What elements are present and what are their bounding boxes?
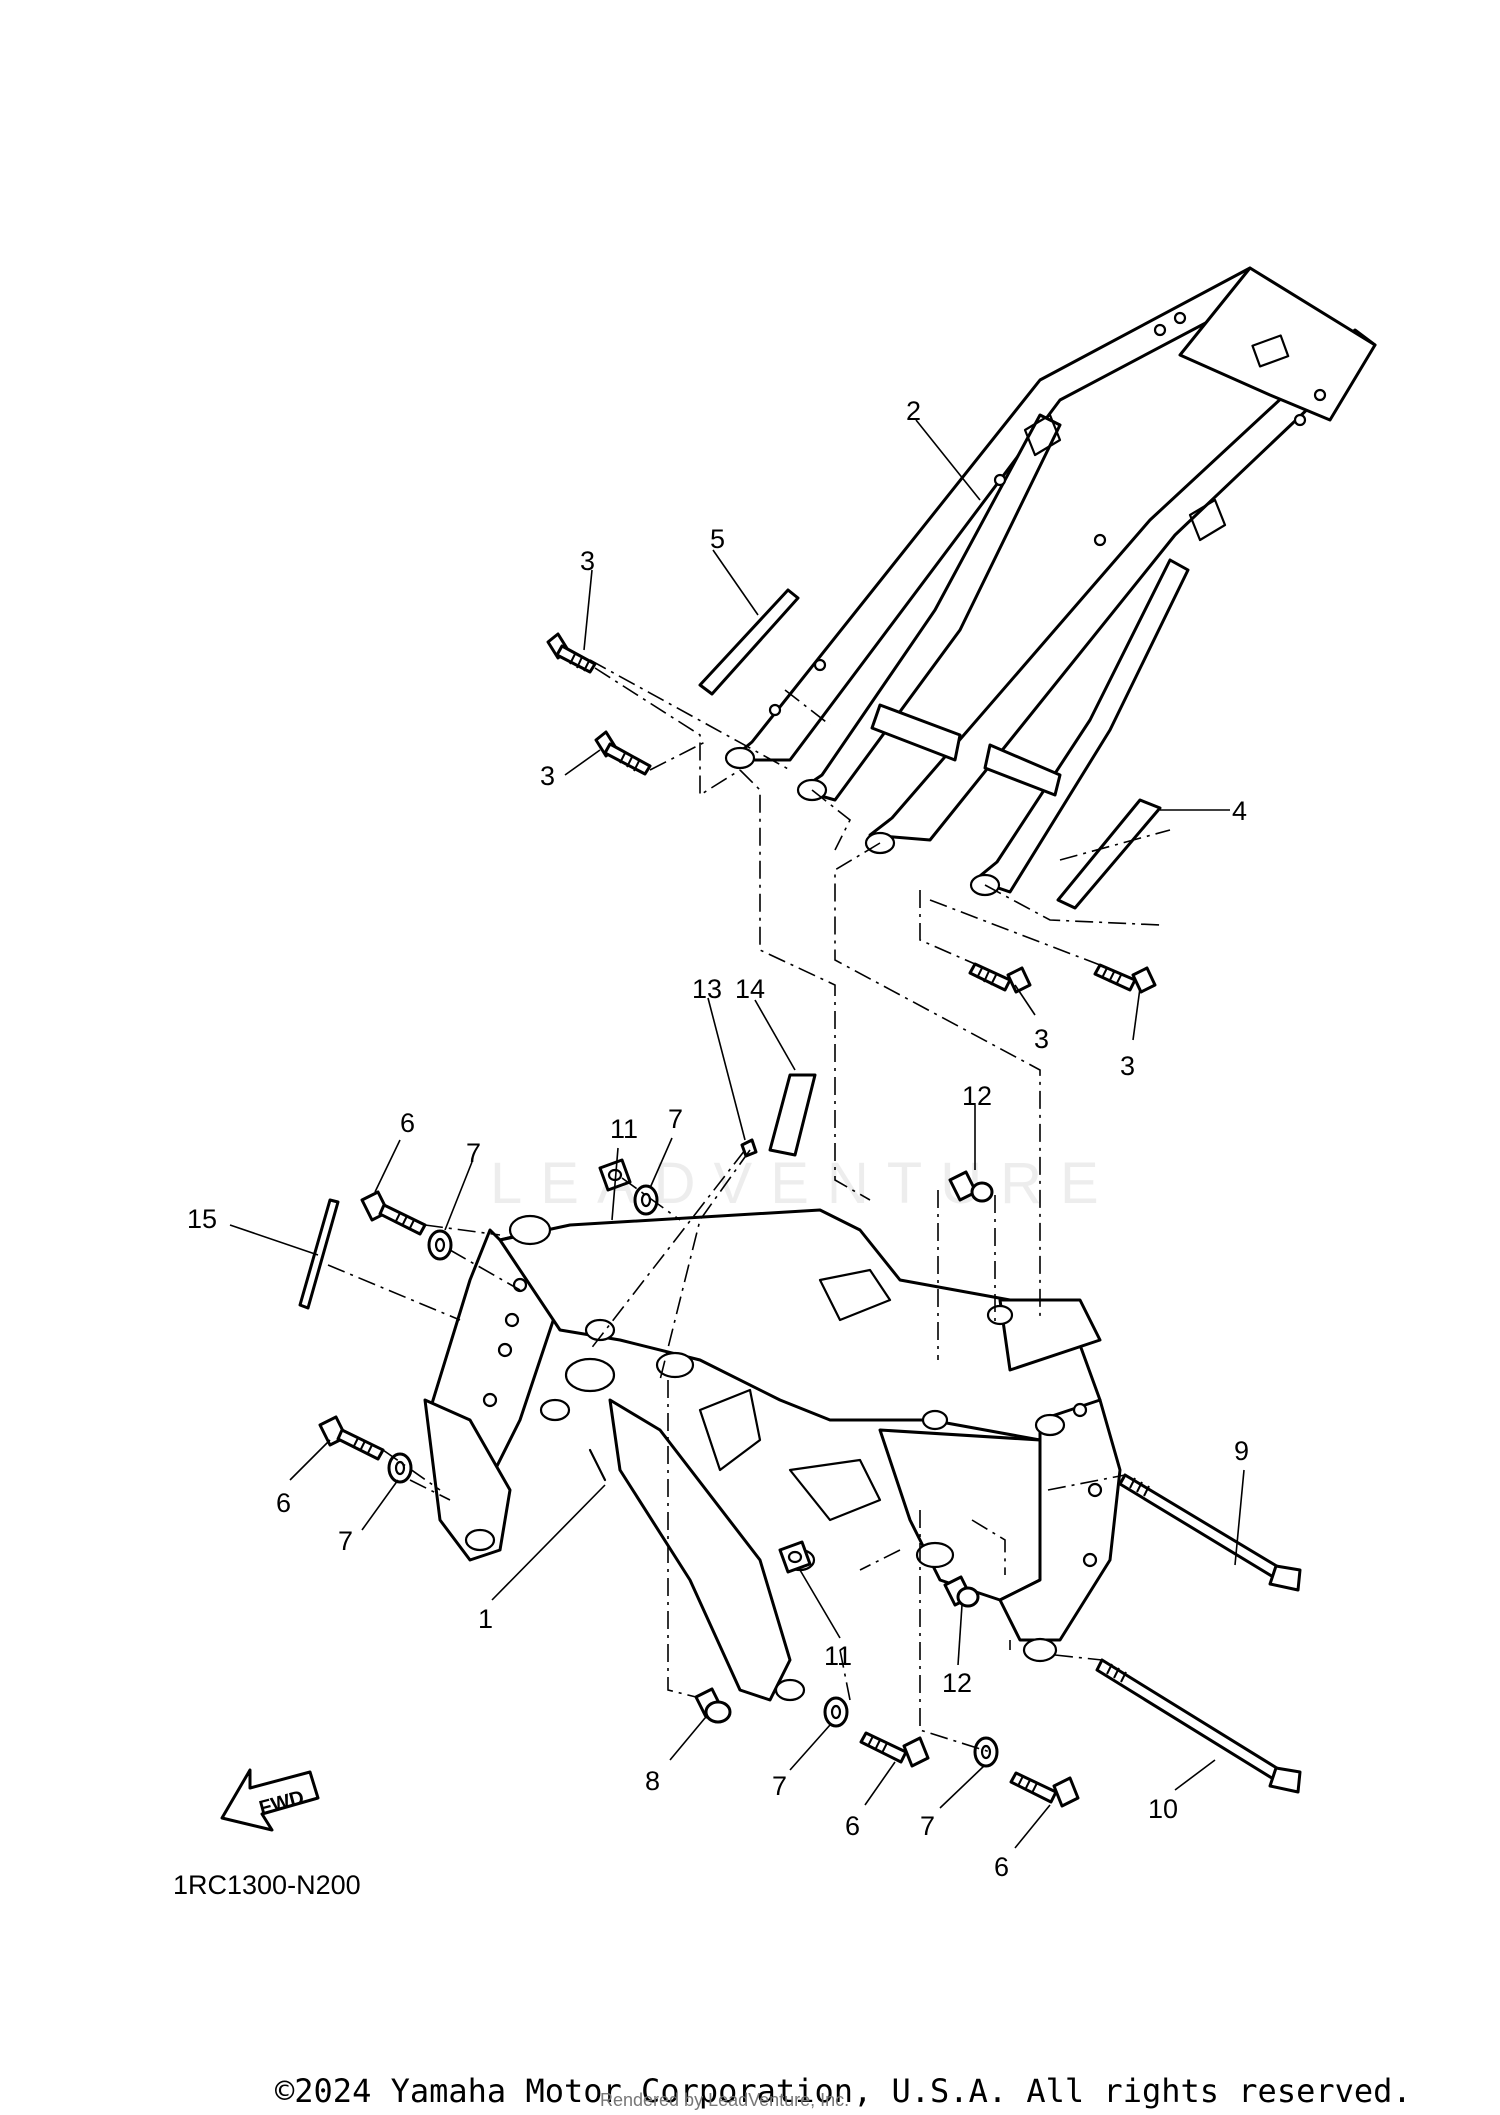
watermark: LEADVENTURE <box>490 1151 1117 1216</box>
callout-6: 6 <box>845 1811 860 1841</box>
bolt-6-bottom-center <box>859 1731 930 1768</box>
bolt-3-upper-left <box>546 632 597 674</box>
bolt-12-upper <box>948 1170 994 1203</box>
bolt-3-lower-right <box>1093 963 1157 994</box>
callout-2: 2 <box>906 396 921 426</box>
callout-11: 11 <box>610 1114 638 1144</box>
bolt-8 <box>694 1687 732 1724</box>
washer-7-top-center <box>633 1184 659 1216</box>
callout-10: 10 <box>1148 1794 1178 1824</box>
thin-plate <box>298 1198 340 1310</box>
callout-7: 7 <box>668 1104 683 1134</box>
long-bolt-9 <box>1118 1473 1302 1592</box>
rear-subframe <box>724 266 1377 897</box>
callout-11: 11 <box>824 1641 852 1671</box>
bolt-12-lower <box>943 1575 980 1608</box>
bolt-3-lower-mid <box>968 962 1032 994</box>
callout-15: 15 <box>187 1204 217 1234</box>
main-frame <box>423 1208 1122 1702</box>
rendered-by-notice: Rendered by LeadVenture, Inc. <box>600 2090 850 2110</box>
callout-6: 6 <box>400 1108 415 1138</box>
copyright-notice: ©2024 Yamaha Motor Corporation, U.S.A. A… <box>275 2072 1412 2110</box>
leader-lines <box>229 419 1245 1849</box>
sticker <box>768 1073 817 1157</box>
callout-1: 1 <box>478 1604 493 1634</box>
nut-13 <box>740 1138 758 1158</box>
assembly-lines <box>327 659 1171 1753</box>
callout-7: 7 <box>338 1526 353 1556</box>
cover-plate-left <box>698 588 800 696</box>
callout-8: 8 <box>645 1766 660 1796</box>
bolt-6-lower-left <box>318 1415 385 1461</box>
washer-7-bottom-center <box>823 1696 849 1728</box>
callouts: 1 2 3 3 3 3 4 5 6 6 6 6 7 7 7 7 7 8 9 10… <box>187 396 1249 1882</box>
bolt-6-upper-left <box>360 1190 427 1236</box>
callout-7: 7 <box>920 1811 935 1841</box>
washer-7-upper-left <box>427 1229 453 1261</box>
callout-12: 12 <box>942 1668 972 1698</box>
callout-3: 3 <box>1034 1024 1049 1054</box>
callout-6: 6 <box>276 1488 291 1518</box>
callout-12: 12 <box>962 1081 992 1111</box>
cover-plate-right <box>1056 798 1162 910</box>
figure-id: 1RC1300-N200 <box>173 1870 361 1900</box>
callout-3: 3 <box>540 761 555 791</box>
long-bolt-10 <box>1095 1658 1302 1794</box>
nut-11-lower <box>778 1540 812 1574</box>
callout-14: 14 <box>735 974 765 1004</box>
callout-7: 7 <box>466 1138 481 1168</box>
bolt-3-mid-left <box>594 730 652 776</box>
washer-7-bottom-right <box>973 1736 999 1768</box>
bolt-6-bottom-right <box>1009 1771 1080 1808</box>
fwd-arrow-icon: FWD <box>220 1768 320 1832</box>
callout-7: 7 <box>772 1771 787 1801</box>
callout-13: 13 <box>692 974 722 1004</box>
callout-9: 9 <box>1234 1436 1249 1466</box>
callout-5: 5 <box>710 524 725 554</box>
washer-7-lower-left <box>387 1452 413 1484</box>
callout-3: 3 <box>580 546 595 576</box>
callout-3: 3 <box>1120 1051 1135 1081</box>
callout-6: 6 <box>994 1852 1009 1882</box>
callout-4: 4 <box>1232 796 1247 826</box>
